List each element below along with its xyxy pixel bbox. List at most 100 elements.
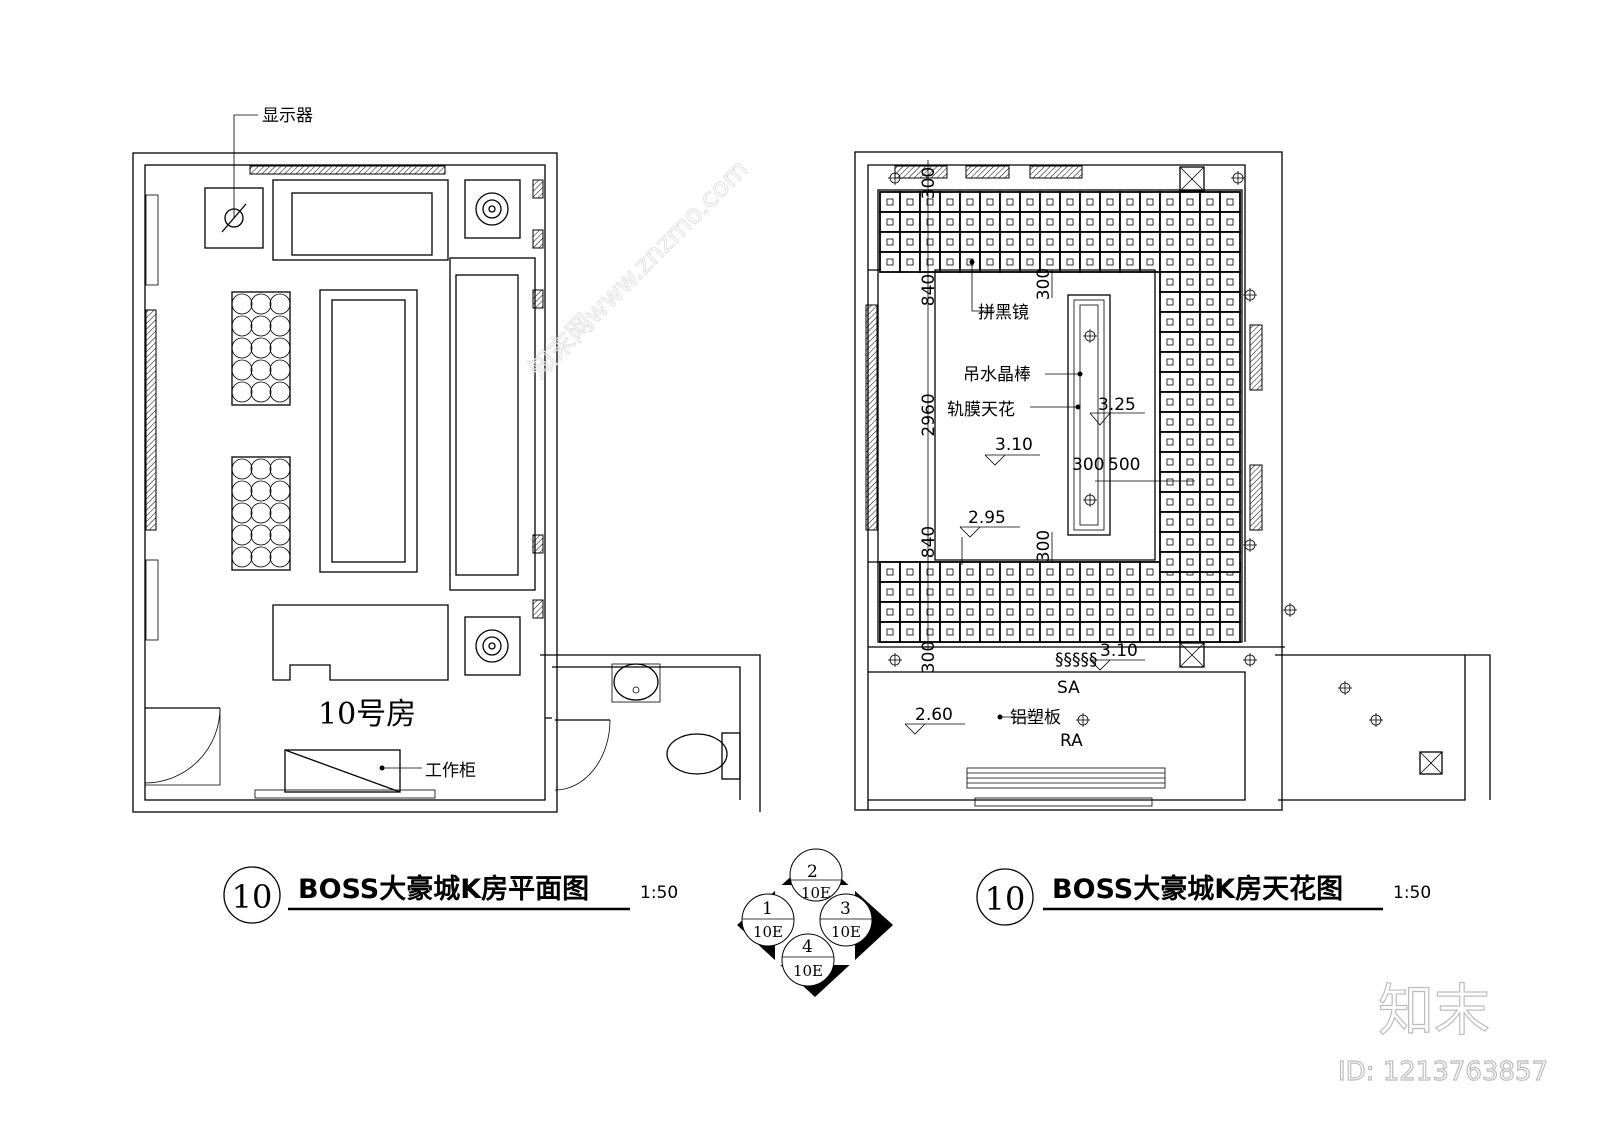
tile-stud-icon	[1226, 538, 1234, 546]
mirror-tile	[1179, 391, 1201, 413]
tile-stud-icon	[1226, 478, 1234, 486]
ottoman-pattern-circle	[231, 546, 253, 568]
tile-stud-icon	[1206, 398, 1214, 406]
tile-stud-icon	[946, 198, 954, 206]
tile-stud-icon	[1226, 298, 1234, 306]
ottoman-pattern-circle	[231, 480, 253, 502]
ottoman-pattern-circle	[231, 337, 253, 359]
level-mark-edge: 2.95	[959, 508, 1020, 565]
tile-stud-icon	[1146, 628, 1154, 636]
mirror-tile	[1159, 551, 1181, 573]
tile-stud-icon	[1126, 218, 1134, 226]
tile-stud-icon	[1206, 218, 1214, 226]
exhaust-fan-bottom	[1179, 642, 1205, 668]
tile-stud-icon	[986, 568, 994, 576]
tile-stud-icon	[926, 218, 934, 226]
tile-stud-icon	[966, 218, 974, 226]
dim-middle: 2960	[919, 393, 939, 436]
ottoman-pattern-circle	[269, 458, 291, 480]
mirror-tile	[999, 621, 1021, 643]
tile-stud-icon	[1166, 398, 1174, 406]
tile-stud-icon	[1126, 568, 1134, 576]
tile-stud-icon	[1226, 558, 1234, 566]
dim-width-a: 300	[1072, 455, 1104, 475]
tile-stud-icon	[1166, 418, 1174, 426]
tile-stud-icon	[1006, 588, 1014, 596]
tile-stud-icon	[1086, 568, 1094, 576]
mirror-tile	[1059, 621, 1081, 643]
watermark-id: ID: 1213763857	[1338, 1057, 1548, 1087]
mirror-tile	[939, 561, 961, 583]
mirror-tile	[899, 621, 921, 643]
tile-stud-icon	[906, 628, 914, 636]
mirror-tile	[1159, 581, 1181, 603]
mirror-tile	[959, 191, 981, 213]
mirror-tile	[999, 191, 1021, 213]
tile-stud-icon	[946, 238, 954, 246]
mirror-tile	[1179, 621, 1201, 643]
tile-stud-icon	[1166, 258, 1174, 266]
tile-stud-icon	[1006, 218, 1014, 226]
mirror-tile	[959, 601, 981, 623]
tile-stud-icon	[986, 238, 994, 246]
tile-stud-icon	[1166, 518, 1174, 526]
mirror-tile	[1199, 431, 1221, 453]
ottoman-pattern-circle	[231, 315, 253, 337]
ottoman-pattern-circle	[231, 458, 253, 480]
tile-stud-icon	[1206, 628, 1214, 636]
tile-stud-icon	[906, 198, 914, 206]
mirror-tile	[999, 581, 1021, 603]
mirror-tile	[1099, 211, 1121, 233]
mirror-tile	[1219, 411, 1241, 433]
ottoman-lower	[231, 456, 291, 571]
mirror-tile	[879, 601, 901, 623]
tile-stud-icon	[1126, 198, 1134, 206]
mirror-tile	[1179, 491, 1201, 513]
ottoman-pattern-circle	[269, 546, 291, 568]
mirror-tile	[1179, 431, 1201, 453]
tile-stud-icon	[1066, 588, 1074, 596]
ottoman-pattern-circle	[269, 480, 291, 502]
watermark-logo: 知末	[1378, 979, 1490, 1044]
mirror-tile	[1179, 471, 1201, 493]
tile-stud-icon	[1026, 258, 1034, 266]
tile-stud-icon	[1166, 298, 1174, 306]
mirror-tile	[1199, 411, 1221, 433]
mirror-tile	[1199, 491, 1221, 513]
tile-stud-icon	[1226, 588, 1234, 596]
tile-stud-icon	[1106, 258, 1114, 266]
tile-stud-icon	[906, 258, 914, 266]
mirror-tile	[1219, 431, 1241, 453]
tile-stud-icon	[1046, 608, 1054, 616]
speaker-top	[464, 179, 521, 239]
exhaust-fan-top	[1179, 166, 1205, 192]
mirror-tile	[1199, 351, 1221, 373]
mirror-tile	[1079, 561, 1101, 583]
mirror-tile	[979, 581, 1001, 603]
svg-text:10E: 10E	[801, 884, 831, 902]
tile-stud-icon	[946, 218, 954, 226]
mirror-tile	[879, 191, 901, 213]
mirror-tile	[1199, 191, 1221, 213]
mirror-tile	[1079, 601, 1101, 623]
mirror-tile	[1039, 621, 1061, 643]
tile-stud-icon	[1226, 398, 1234, 406]
downlight-icon	[1231, 171, 1245, 185]
mirror-tile	[1079, 251, 1101, 273]
svg-text:2: 2	[807, 862, 818, 882]
mirror-tile	[1099, 231, 1121, 253]
mirror-tile	[1079, 621, 1101, 643]
mirror-tile	[879, 561, 901, 583]
tile-stud-icon	[1106, 628, 1114, 636]
mirror-tile	[1179, 191, 1201, 213]
tile-stud-icon	[1166, 458, 1174, 466]
mirror-tile	[939, 231, 961, 253]
mirror-tile	[1179, 451, 1201, 473]
tile-stud-icon	[1186, 278, 1194, 286]
tile-stud-icon	[886, 198, 894, 206]
tile-stud-icon	[966, 568, 974, 576]
mirror-tile	[1219, 511, 1241, 533]
legend-item: 3 10E	[819, 893, 873, 947]
ottoman-pattern-circle	[231, 502, 253, 524]
downlight-icon	[1243, 653, 1257, 667]
